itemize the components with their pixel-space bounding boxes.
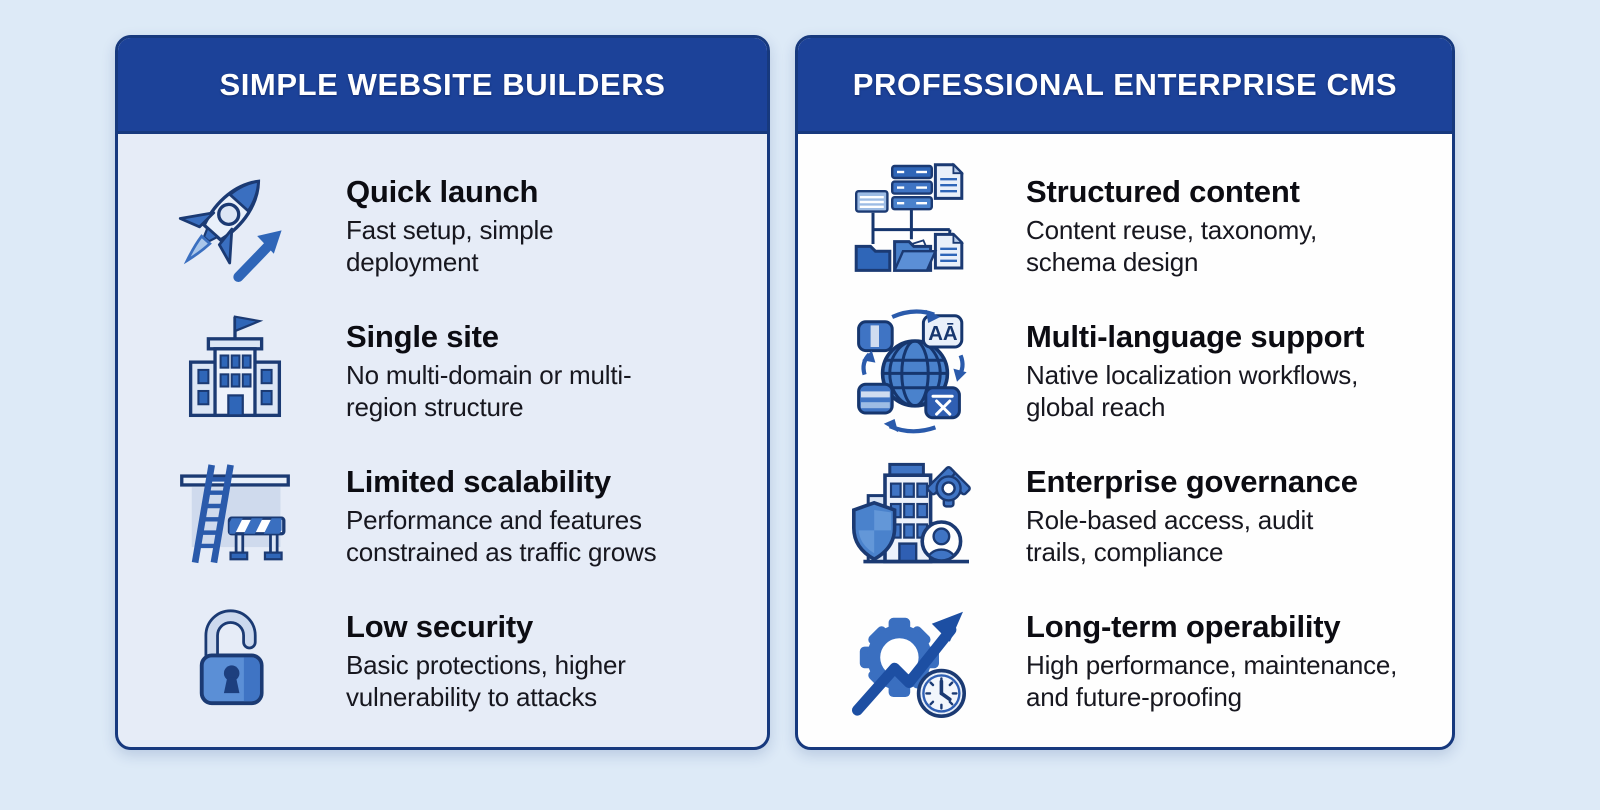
svg-text:AĀ: AĀ xyxy=(928,323,958,345)
unlocked-padlock-icon xyxy=(166,600,304,722)
governance-building-icon xyxy=(846,450,984,582)
feature-item-long-term-operability: Long-term operability High performance, … xyxy=(846,595,1438,727)
rocket-icon xyxy=(166,165,304,287)
feature-item-multi-language: AĀ xyxy=(846,305,1438,437)
feature-description: Native localization workflows, global re… xyxy=(1026,360,1359,422)
ladder-barrier-icon xyxy=(166,455,304,577)
feature-title: Low security xyxy=(346,609,534,645)
feature-description: Performance and features constrained as … xyxy=(346,505,657,567)
building-icon xyxy=(166,310,304,432)
feature-item-enterprise-governance: Enterprise governance Role-based access,… xyxy=(846,450,1438,582)
feature-title: Enterprise governance xyxy=(1026,464,1358,500)
feature-title: Long-term operability xyxy=(1026,609,1341,645)
panel-body: Quick launch Fast setup, simple deployme… xyxy=(118,134,767,727)
feature-description: Role-based access, audit trails, complia… xyxy=(1026,505,1314,567)
feature-description: High performance, maintenance, and futur… xyxy=(1026,650,1398,712)
feature-title: Single site xyxy=(346,319,499,355)
gear-growth-clock-icon xyxy=(846,595,984,727)
feature-title: Multi-language support xyxy=(1026,319,1365,355)
feature-item-limited-scalability: Limited scalability Performance and feat… xyxy=(166,450,753,582)
panel-title: PROFESSIONAL ENTERPRISE CMS xyxy=(798,38,1452,134)
feature-item-low-security: Low security Basic protections, higher v… xyxy=(166,595,753,727)
feature-item-structured-content: Structured content Content reuse, taxono… xyxy=(846,160,1438,292)
feature-description: Basic protections, higher vulnerability … xyxy=(346,650,626,712)
feature-item-single-site: Single site No multi-domain or multi-reg… xyxy=(166,305,753,437)
feature-title: Structured content xyxy=(1026,174,1300,210)
panel-simple-website-builders: SIMPLE WEBSITE BUILDERS xyxy=(115,35,770,750)
multi-language-globe-icon: AĀ xyxy=(846,305,984,437)
feature-title: Quick launch xyxy=(346,174,539,210)
panel-body: Structured content Content reuse, taxono… xyxy=(798,134,1452,727)
feature-title: Limited scalability xyxy=(346,464,611,500)
structured-content-icon xyxy=(846,160,984,292)
feature-description: Content reuse, taxonomy, schema design xyxy=(1026,215,1317,277)
feature-item-quick-launch: Quick launch Fast setup, simple deployme… xyxy=(166,160,753,292)
panel-title: SIMPLE WEBSITE BUILDERS xyxy=(118,38,767,134)
feature-description: Fast setup, simple deployment xyxy=(346,215,554,277)
panel-professional-enterprise-cms: PROFESSIONAL ENTERPRISE CMS xyxy=(795,35,1455,750)
feature-description: No multi-domain or multi-region structur… xyxy=(346,360,632,422)
